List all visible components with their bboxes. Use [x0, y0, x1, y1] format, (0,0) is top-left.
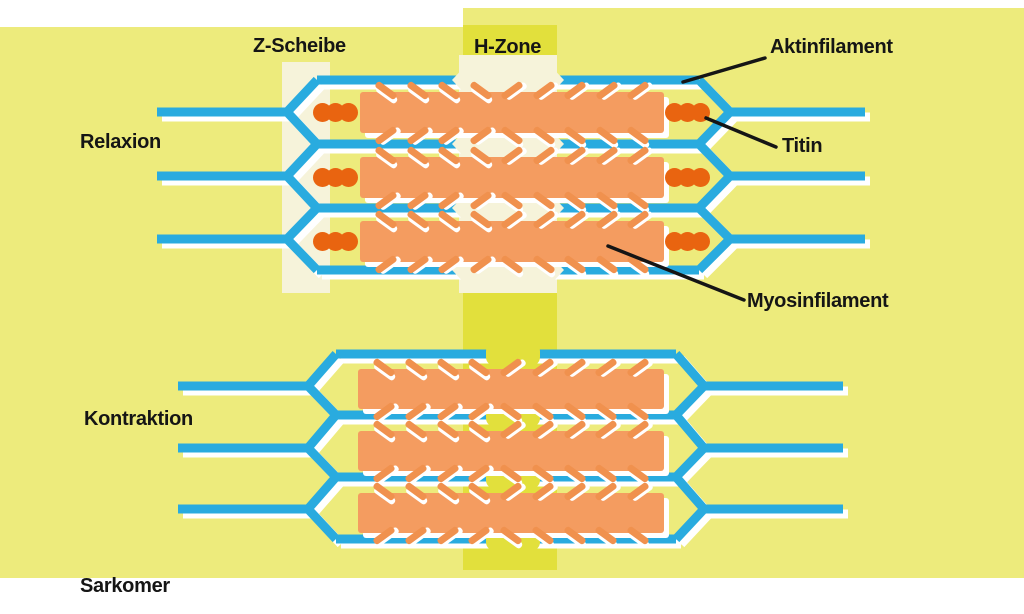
label-relaxion: Relaxion	[80, 131, 161, 153]
pointer-line-aktinfilament	[681, 56, 767, 84]
pointer-line-myosinfilament	[606, 244, 746, 302]
myosin-filament-bar	[360, 209, 664, 274]
label-aktinfilament: Aktinfilament	[770, 36, 893, 58]
titin-dot	[338, 168, 358, 187]
label-titin: Titin	[782, 135, 823, 157]
label-sarkomer: Sarkomer	[80, 575, 170, 597]
label-kontraktion: Kontraktion	[84, 408, 193, 430]
titin-dot	[338, 103, 358, 122]
myosin-filament-bar	[358, 481, 664, 545]
titin-dot	[338, 232, 358, 251]
canvas-background-top-right	[463, 8, 1024, 28]
titin-dot	[690, 232, 710, 251]
label-h-zone: H-Zone	[474, 36, 542, 58]
myosin-filament-bar	[360, 80, 664, 145]
titin-dot	[690, 168, 710, 187]
label-myosinfilament: Myosinfilament	[747, 290, 889, 312]
pointer-line-titin	[704, 116, 778, 149]
myosin-filament-bar	[358, 357, 664, 421]
myosin-filament-bar	[360, 145, 664, 210]
label-z-scheibe: Z-Scheibe	[253, 35, 346, 57]
myosin-filament-bar	[358, 419, 664, 483]
